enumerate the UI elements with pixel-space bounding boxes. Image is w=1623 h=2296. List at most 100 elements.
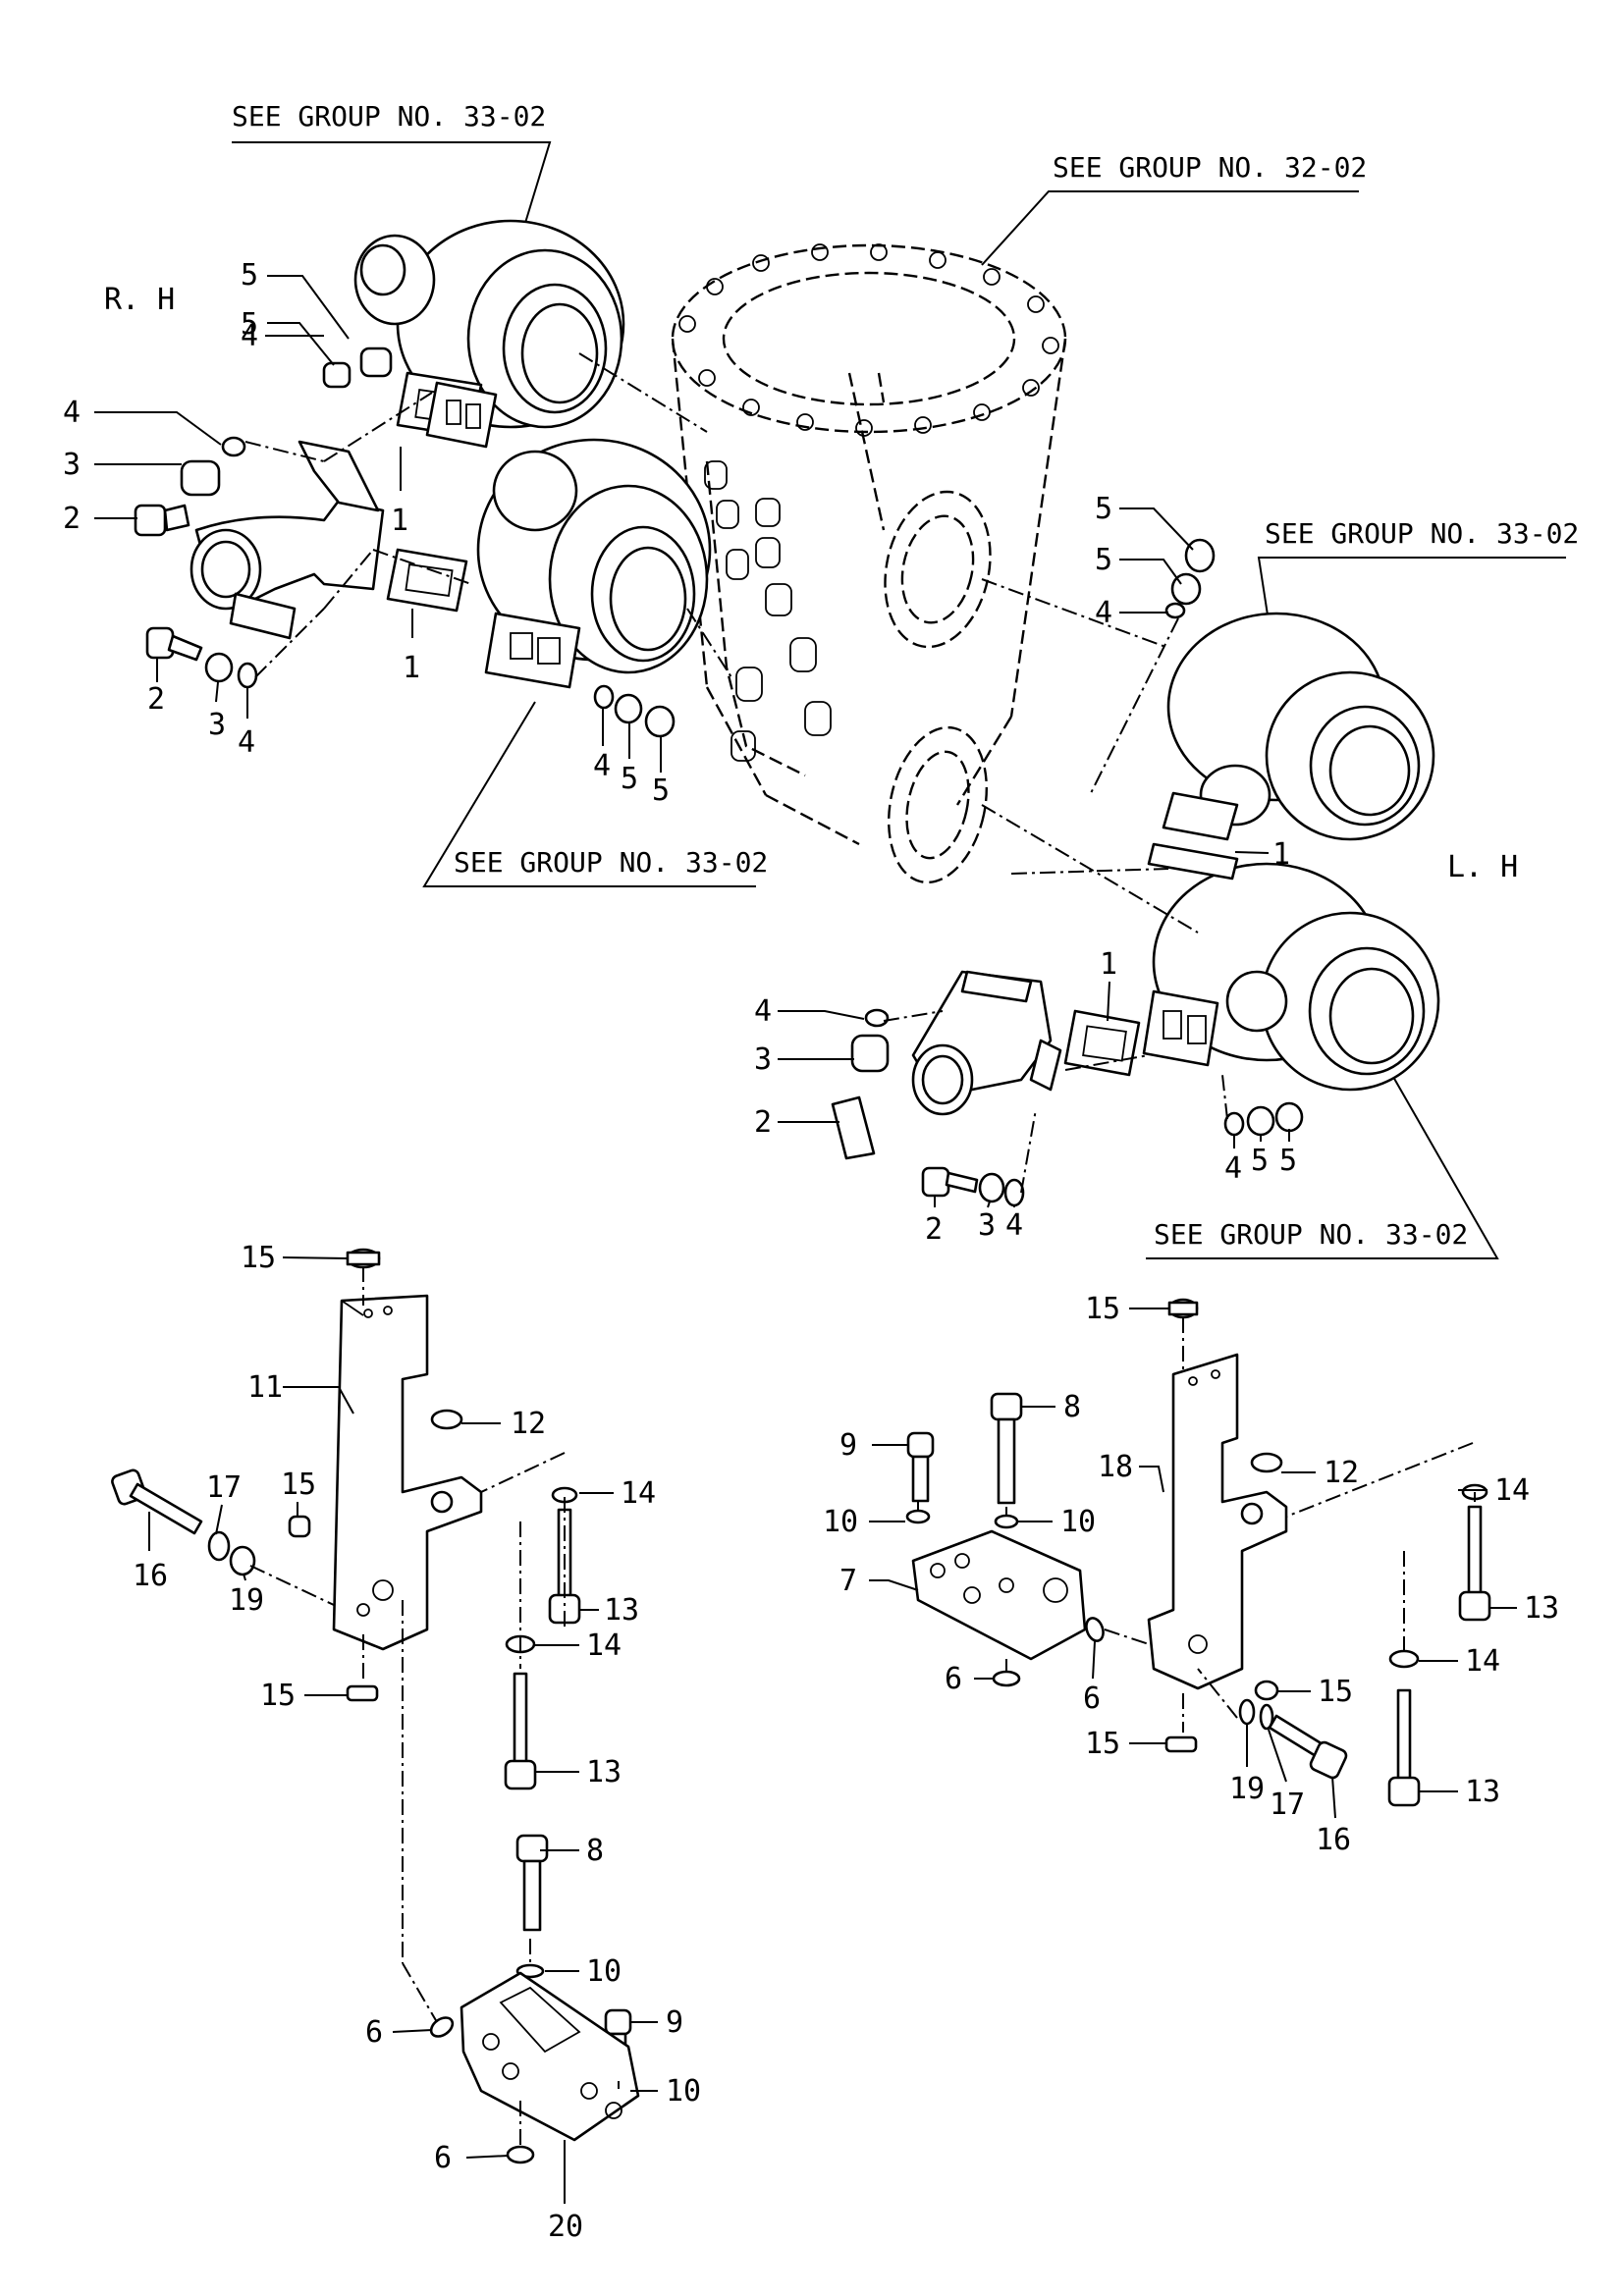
callout-15: 15 [241,1241,276,1275]
group-reference-right: SEE GROUP NO. 33-02 [1257,517,1579,673]
callout-17: 17 [1270,1788,1305,1822]
group-reference-label: SEE GROUP NO. 32-02 [1053,151,1367,184]
callout-3: 3 [208,708,226,742]
callout-14: 14 [1465,1644,1500,1679]
callout-4: 4 [63,396,81,430]
mount-rh [429,1834,640,2164]
callout-1: 1 [403,651,420,685]
callout-4: 4 [754,994,772,1029]
callout-8: 8 [1063,1390,1081,1424]
callout-18: 18 [1098,1450,1133,1484]
group-reference-label: SEE GROUP NO. 33-02 [1265,517,1579,550]
bracket-lh-bolts [1387,1483,1491,1807]
rh-fasteners-upper [134,347,393,537]
callout-4: 4 [238,725,255,760]
gasket-lh-plate [1142,989,1219,1067]
callout-20: 20 [548,2210,583,2244]
callout-5: 5 [1251,1144,1269,1178]
turbocharger-lh-lower [1152,862,1440,1092]
side-label-left-hand: L. H [1447,850,1518,884]
callout-3: 3 [63,448,81,482]
callout-14: 14 [1494,1473,1530,1508]
callout-16: 16 [1316,1823,1351,1857]
flywheel-housing [671,243,1067,884]
gasket-lh-middle [1063,1009,1141,1077]
callout-6: 6 [945,1662,962,1696]
callout-1: 1 [391,504,408,538]
callout-15: 15 [1085,1292,1120,1326]
callout-15: 15 [1085,1727,1120,1761]
callout-9: 9 [839,1428,857,1463]
callout-5: 5 [652,774,670,808]
callout-13: 13 [586,1755,622,1789]
callout-5: 5 [241,307,258,342]
side-label-right-hand: R. H [104,283,175,317]
callout-5: 5 [1095,543,1112,577]
callout-2: 2 [925,1212,943,1247]
gasket-rh-lower [386,548,468,613]
bracket-rh [288,1248,483,1702]
callout-5: 5 [1095,492,1112,526]
callout-14: 14 [586,1629,622,1663]
callout-5: 5 [241,258,258,293]
callout-15: 15 [281,1468,316,1502]
callout-6: 6 [365,2015,383,2050]
exhaust-manifold-rh [189,440,385,640]
callout-6: 6 [1083,1682,1101,1716]
callout-16: 16 [133,1559,168,1593]
callout-12: 12 [511,1407,546,1441]
gasket-lh-upper [1147,842,1239,881]
callout-6: 6 [434,2141,452,2175]
group-reference-label: SEE GROUP NO. 33-02 [454,846,768,879]
callout-10: 10 [1060,1505,1096,1539]
callout-3: 3 [754,1042,772,1077]
callout-4: 4 [593,749,611,783]
callout-3: 3 [978,1208,996,1243]
exhaust-manifold-lh [911,970,1062,1116]
callout-5: 5 [621,762,638,796]
callout-1: 1 [1272,837,1290,872]
lh-fasteners [831,538,1304,1207]
connection-lines-upper [244,352,1228,1194]
group-reference-label: SEE GROUP NO. 33-02 [1154,1218,1468,1251]
connection-lines-bottom-right [917,1317,1476,1733]
callout-15: 15 [260,1679,296,1713]
turbocharger-rh-lower [476,438,712,689]
callout-8: 8 [586,1834,604,1868]
connection-lines-bottom-left [249,1266,620,2150]
callout-9: 9 [666,2005,683,2040]
callout-12: 12 [1324,1456,1359,1490]
callout-15: 15 [1318,1675,1353,1709]
callout-2: 2 [147,682,165,717]
callout-17: 17 [206,1470,242,1505]
callout-10: 10 [586,1954,622,1989]
bracket-lh [1147,1298,1348,1780]
callout-13: 13 [1524,1591,1559,1626]
callout-2: 2 [63,502,81,536]
group-reference-top: SEE GROUP NO. 33-02 [232,100,552,246]
callout-2: 2 [754,1105,772,1140]
gasket-rh-plate [425,381,498,449]
group-reference-label: SEE GROUP NO. 33-02 [232,100,546,133]
group-reference-middle: SEE GROUP NO. 33-02 [422,701,768,887]
turbocharger-lh-upper [1162,612,1435,841]
callout-leaders [94,275,1517,2204]
callout-4: 4 [241,319,258,353]
callout-13: 13 [1465,1775,1500,1809]
callout-7: 7 [839,1564,857,1598]
callout-4: 4 [1005,1208,1023,1243]
callout-1: 1 [1100,947,1117,982]
callout-labels: 5 5 4 4 3 2 1 1 2 3 4 4 5 5 5 5 4 1 1 4 … [63,258,1559,2244]
callout-10: 10 [666,2074,701,2109]
callout-4: 4 [1095,596,1112,630]
callout-13: 13 [604,1593,639,1628]
turbocharger-rh-upper [353,219,625,429]
callout-11: 11 [247,1370,283,1405]
callout-5: 5 [1279,1144,1297,1178]
callout-19: 19 [229,1583,264,1618]
callout-19: 19 [1229,1772,1265,1806]
callout-10: 10 [823,1505,858,1539]
group-reference-32: SEE GROUP NO. 32-02 [981,151,1367,266]
callout-4: 4 [1224,1151,1242,1186]
